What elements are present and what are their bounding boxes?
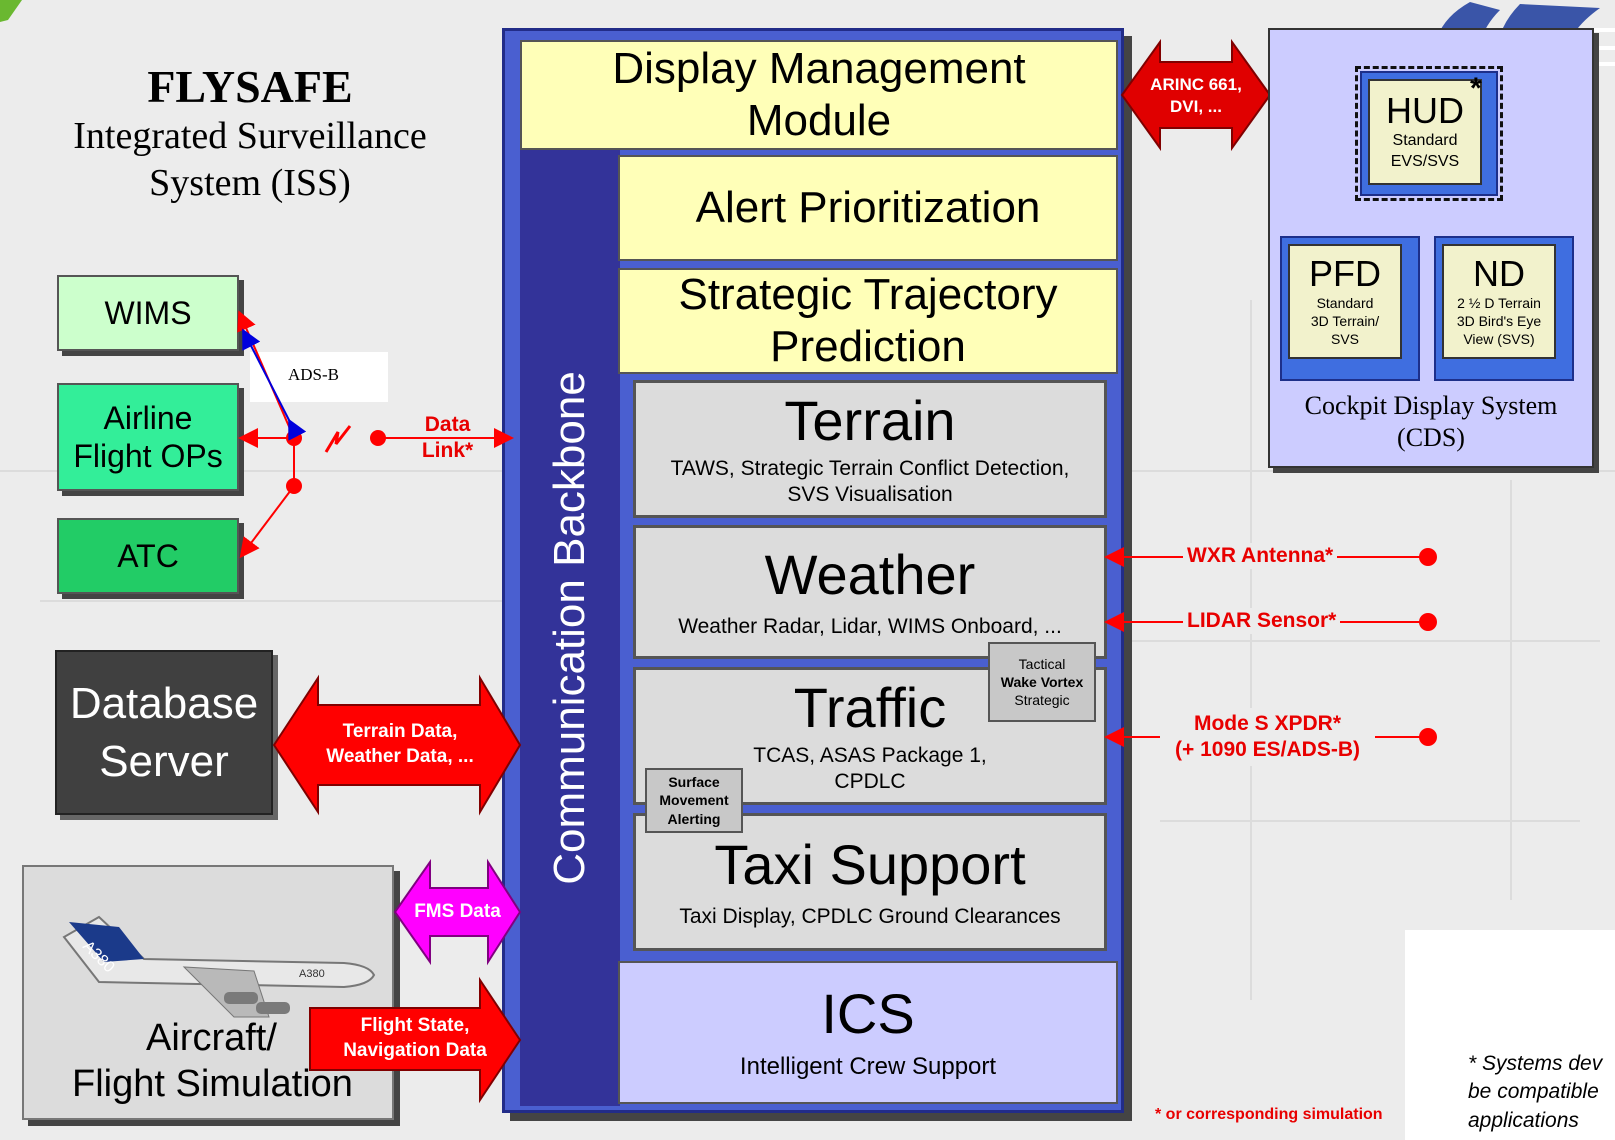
flight-state-arrow bbox=[309, 976, 522, 1104]
footnote-systems: * Systems dev be compatible applications bbox=[1468, 1052, 1603, 1132]
surface-movement-box: Surface Movement Alerting bbox=[645, 768, 743, 833]
taxi-sub: Taxi Display, CPDLC Ground Clearances bbox=[679, 904, 1061, 928]
terrain-title: Terrain bbox=[784, 388, 956, 452]
stp-label-1: Strategic Trajectory bbox=[678, 269, 1058, 319]
pfd-screen: PFD Standard 3D Terrain/ SVS bbox=[1288, 244, 1402, 359]
aircraft-icon: A380 A380 bbox=[62, 915, 376, 1018]
title-flysafe: FLYSAFE bbox=[147, 61, 353, 113]
terrain-sub-1: TAWS, Strategic Terrain Conflict Detecti… bbox=[670, 456, 1070, 480]
flight-state-arrow-label: Flight State, Navigation Data bbox=[343, 1015, 487, 1061]
dmm-label-1: Display Management bbox=[612, 43, 1026, 93]
taxi-support-module: Taxi Support Taxi Display, CPDLC Ground … bbox=[633, 813, 1107, 951]
traffic-sub-2: CPDLC bbox=[834, 769, 906, 793]
database-label-1: Database bbox=[69, 679, 259, 729]
hud-dashed-frame bbox=[1355, 66, 1503, 201]
footnote-corresponding: * or corresponding simulation bbox=[1155, 1106, 1383, 1123]
traffic-title: Traffic bbox=[793, 675, 947, 739]
taxi-title: Taxi Support bbox=[714, 833, 1026, 897]
wims-label: WIMS bbox=[104, 294, 192, 331]
stp-label-2: Prediction bbox=[770, 322, 966, 371]
ics-module: ICS Intelligent Crew Support bbox=[618, 961, 1118, 1104]
wims-box: WIMS bbox=[57, 275, 239, 351]
nd-title: ND bbox=[1473, 253, 1525, 295]
weather-sub: Weather Radar, Lidar, WIMS Onboard, ... bbox=[678, 614, 1062, 638]
title-line2: Integrated Surveillance bbox=[73, 114, 427, 157]
data-link-label: Data Link* bbox=[421, 412, 474, 462]
wake-vortex-box: Tactical Wake Vortex Strategic bbox=[988, 642, 1096, 722]
ics-sub: Intelligent Crew Support bbox=[739, 1053, 997, 1081]
hud-star: * bbox=[1470, 72, 1482, 105]
fms-arrow-label: FMS Data bbox=[414, 900, 501, 922]
traffic-sub-1: TCAS, ASAS Package 1, bbox=[753, 743, 987, 767]
lidar-sensor-label: LIDAR Sensor* bbox=[1183, 608, 1341, 635]
dmm-label-2: Module bbox=[746, 96, 892, 145]
alert-prioritization-module: Alert Prioritization bbox=[618, 155, 1118, 261]
weather-module: Weather Weather Radar, Lidar, WIMS Onboa… bbox=[633, 525, 1107, 659]
atc-label: ATC bbox=[117, 537, 179, 574]
aircraft-label-1: Aircraft/ bbox=[146, 1017, 277, 1059]
page-title: FLYSAFE Integrated Surveillance System (… bbox=[20, 55, 480, 215]
pfd-title: PFD bbox=[1309, 253, 1381, 295]
strategic-trajectory-module: Strategic Trajectory Prediction bbox=[618, 268, 1118, 374]
title-line3: System (ISS) bbox=[149, 162, 351, 205]
fms-arrow bbox=[393, 858, 522, 966]
hud-title: HUD bbox=[1386, 90, 1464, 132]
communication-backbone: Communication Backbone bbox=[520, 150, 620, 1106]
database-arrow-label: Terrain Data, Weather Data, ... bbox=[326, 721, 474, 767]
hud-screen: HUD Standard EVS/SVS bbox=[1368, 79, 1482, 185]
atc-box: ATC bbox=[57, 518, 239, 594]
weather-title: Weather bbox=[764, 543, 976, 607]
mode-s-label: Mode S XPDR* (+ 1090 ES/ADS-B) bbox=[1160, 708, 1375, 766]
wxr-antenna-label: WXR Antenna* bbox=[1183, 543, 1338, 570]
nd-screen: ND 2 ½ D Terrain 3D Bird's Eye View (SVS… bbox=[1442, 244, 1556, 359]
data-link-network bbox=[237, 310, 514, 559]
display-management-module: Display Management Module bbox=[520, 40, 1118, 150]
cds-label: Cockpit Display System (CDS) bbox=[1304, 390, 1558, 453]
terrain-sub-2: SVS Visualisation bbox=[787, 482, 953, 506]
airline-flight-ops-box: Airline Flight OPs bbox=[57, 383, 239, 491]
database-arrow bbox=[272, 674, 522, 816]
database-server-box: Database Server bbox=[55, 650, 273, 815]
terrain-module: Terrain TAWS, Strategic Terrain Conflict… bbox=[633, 380, 1107, 518]
database-label-2: Server bbox=[99, 736, 229, 786]
airline-label-2: Flight OPs bbox=[73, 438, 223, 474]
aircraft-box: A380 A380 Aircraft/ Flight Simulation bbox=[22, 865, 394, 1120]
body-text: A380 bbox=[299, 968, 325, 980]
alert-label: Alert Prioritization bbox=[695, 183, 1041, 232]
airline-label-1: Airline bbox=[103, 399, 193, 436]
ics-title: ICS bbox=[821, 981, 915, 1045]
aircraft-label-2: Flight Simulation bbox=[72, 1063, 353, 1105]
footnote-panel bbox=[1405, 930, 1615, 1140]
arinc-arrow-label: ARINC 661, DVI, ... bbox=[1150, 74, 1242, 116]
